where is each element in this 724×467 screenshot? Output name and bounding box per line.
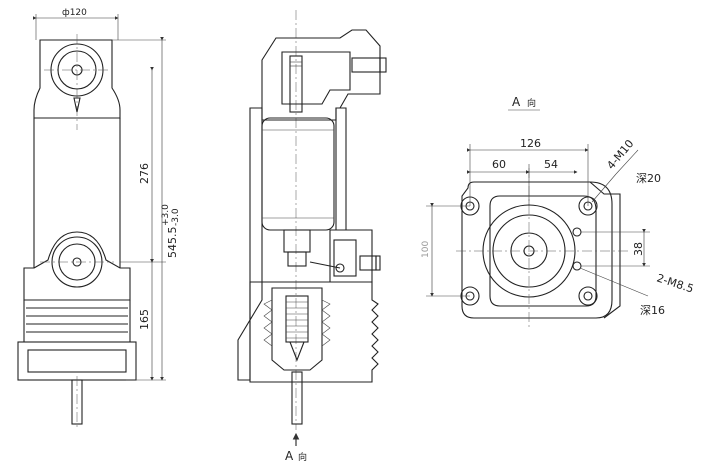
label-4m10: 4-M10 [604, 137, 636, 172]
dim-60-label: 60 [492, 158, 506, 171]
tol-lower-label: -3.0 [171, 208, 181, 226]
dim-276-label: 276 [138, 163, 151, 184]
front-view: ф120 [17, 8, 181, 430]
label-deep20: 深20 [636, 172, 661, 185]
label-deep16: 深16 [640, 304, 665, 317]
dim-126-label: 126 [520, 137, 541, 150]
dim-545-label: 545.5 [166, 227, 179, 259]
dim-165-label: 165 [138, 309, 151, 330]
dim-diameter-label: ф120 [62, 8, 87, 18]
label-2m85: 2-M8.5 [655, 271, 695, 295]
section-view: A 向 [237, 10, 387, 463]
dim-left-label: 100 [421, 241, 431, 258]
view-a-title: A [512, 95, 521, 109]
dim-38-label: 38 [632, 242, 645, 256]
dim-54-label: 54 [544, 158, 558, 171]
section-arrow-label: A [285, 449, 294, 463]
section-arrow-suffix: 向 [298, 451, 307, 463]
view-a-title-suffix: 向 [527, 97, 536, 109]
view-a: A 向 126 60 54 100 [421, 95, 695, 330]
tol-upper-label: +3.0 [161, 204, 171, 226]
